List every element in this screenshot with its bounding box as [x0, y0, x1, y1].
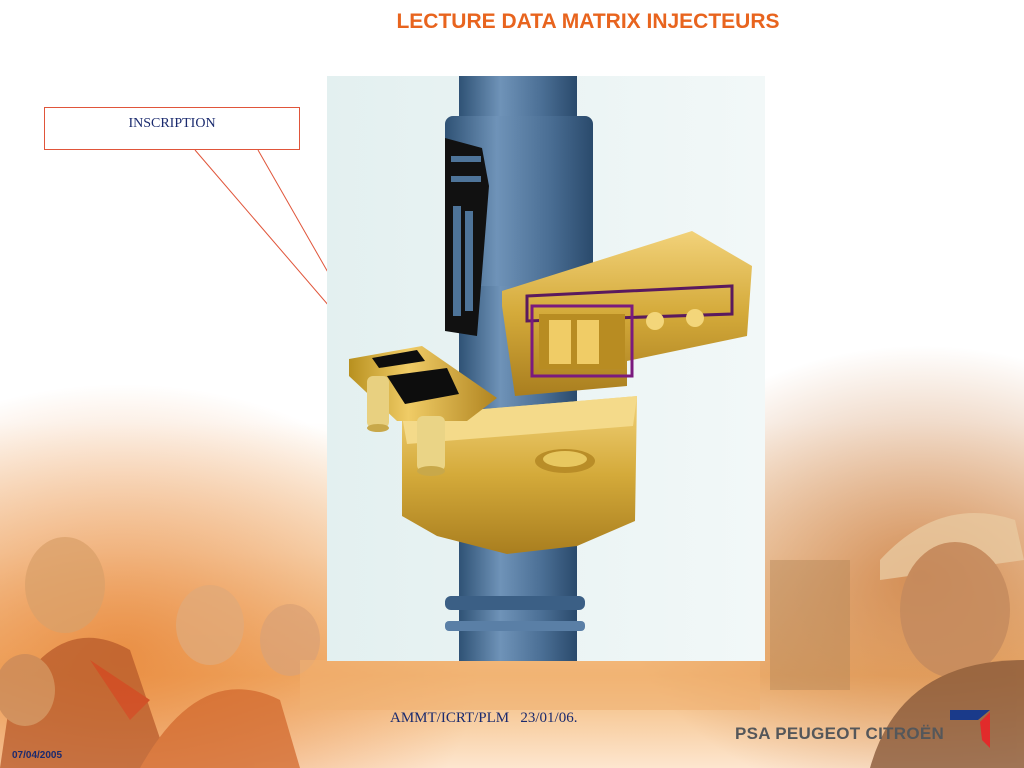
slide-date: 07/04/2005 — [12, 750, 63, 761]
psa-logo: PSA PEUGEOT CITROËN — [735, 710, 995, 754]
injector-illustration — [327, 76, 765, 661]
logo-text: PSA PEUGEOT CITROËN — [735, 724, 945, 743]
callout-label: INSCRIPTION — [128, 116, 216, 131]
psa-flag-icon — [950, 710, 990, 748]
slide-title: LECTURE DATA MATRIX INJECTEURS — [396, 10, 780, 33]
footer-text: AMMT/ICRT/PLM 23/01/06. — [390, 710, 578, 726]
inscription-callout: INSCRIPTION — [44, 107, 300, 150]
